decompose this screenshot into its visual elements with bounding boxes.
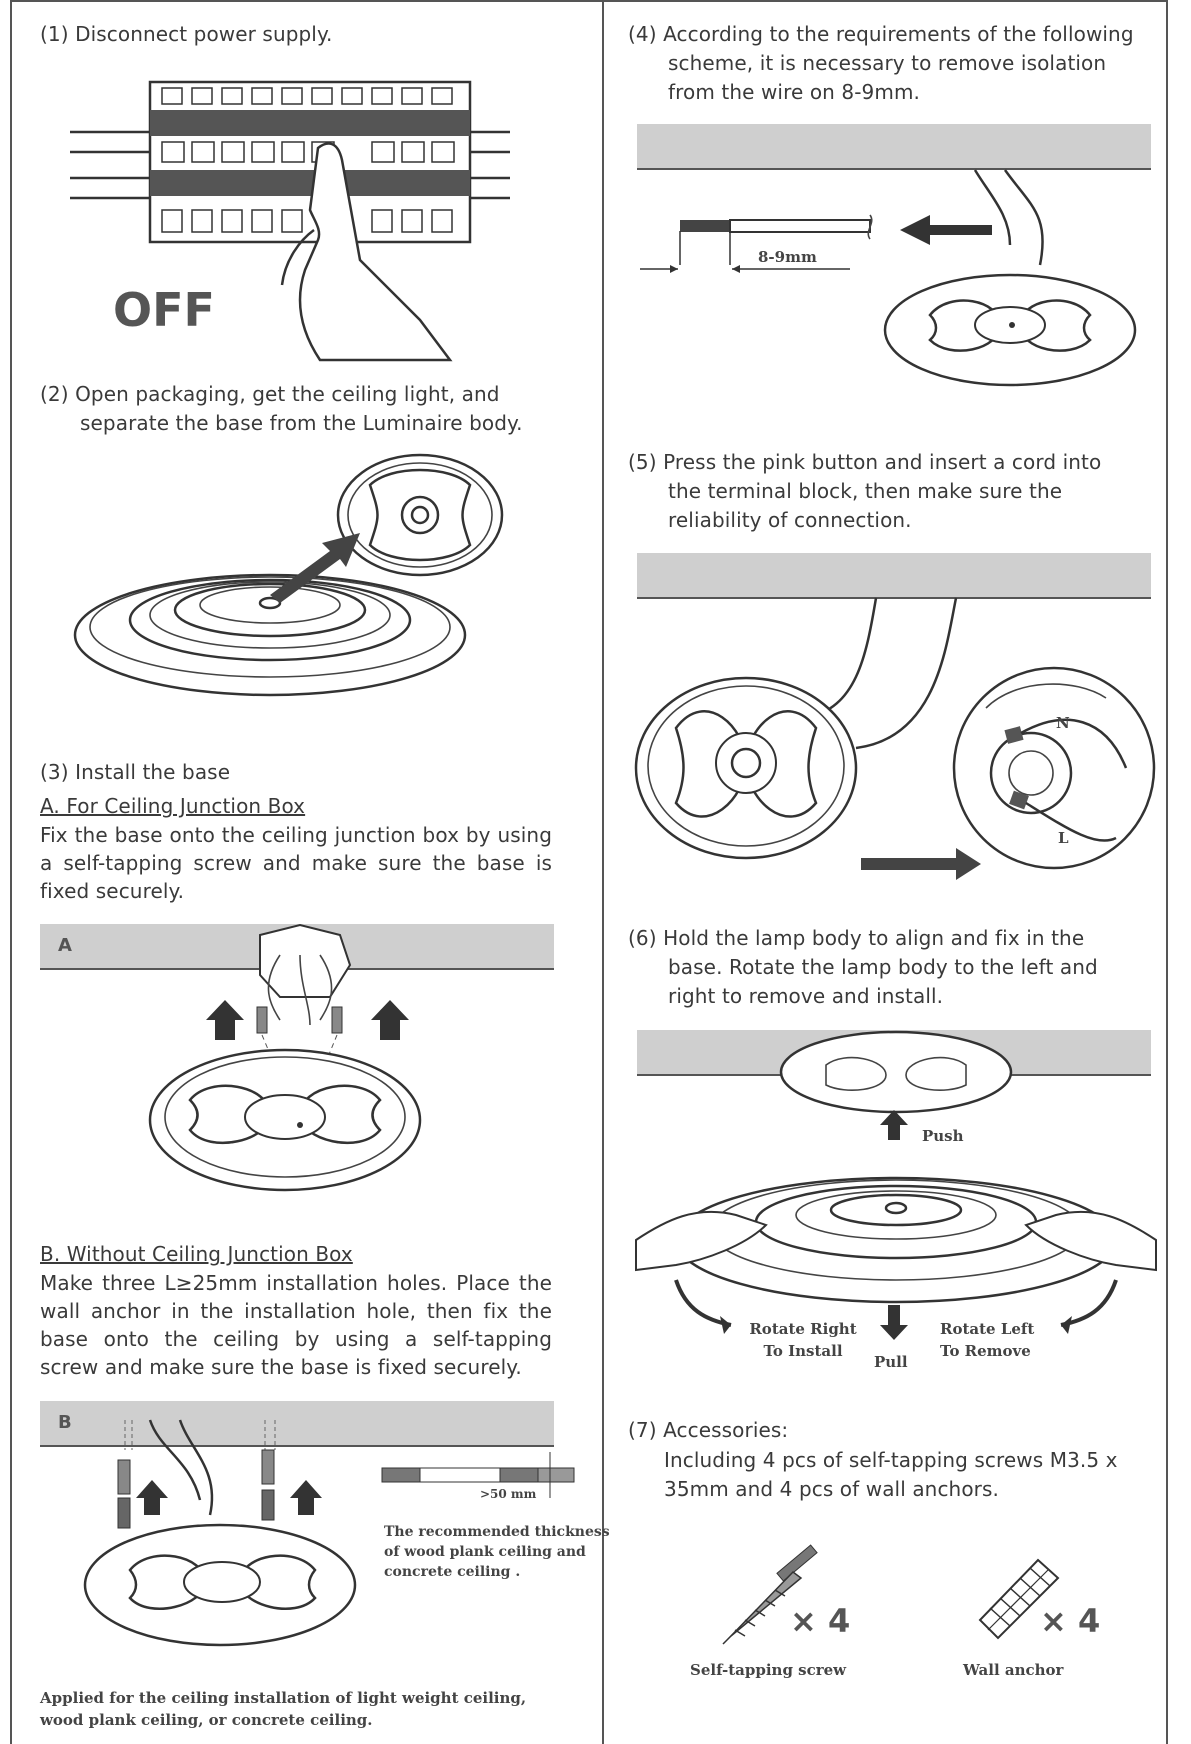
step-5-line-3: reliability of connection. bbox=[668, 506, 912, 534]
no-junction-box-install-illustration bbox=[80, 1410, 380, 1650]
rotate-left-line-1: Rotate Left bbox=[940, 1319, 1034, 1339]
off-label: OFF bbox=[113, 283, 215, 337]
strip-length-label: 8-9mm bbox=[758, 248, 817, 266]
push-label: Push bbox=[922, 1127, 964, 1145]
step-3a-title: A. For Ceiling Junction Box bbox=[40, 792, 305, 820]
junction-box-install-illustration bbox=[150, 925, 450, 1200]
rotate-right-line-1: Rotate Right bbox=[748, 1319, 858, 1339]
step-2-line-1: (2) Open packaging, get the ceiling ligh… bbox=[40, 380, 500, 408]
terminal-block-illustration: N L bbox=[636, 598, 1156, 898]
application-note-line-1: Applied for the ceiling installation of … bbox=[40, 1688, 526, 1708]
step-2-line-2: separate the base from the Luminaire bod… bbox=[80, 409, 523, 437]
pull-label: Pull bbox=[874, 1352, 908, 1372]
step-3-text: (3) Install the base bbox=[40, 758, 230, 786]
thickness-note-line-2: of wood plank ceiling and bbox=[384, 1542, 586, 1562]
step-7-line-3: 35mm and 4 pcs of wall anchors. bbox=[664, 1475, 999, 1503]
thickness-note-line-1: The recommended thickness bbox=[384, 1522, 610, 1542]
step-4-ceiling-band bbox=[637, 124, 1151, 170]
column-divider bbox=[602, 0, 604, 1744]
screw-quantity: × 4 bbox=[790, 1602, 850, 1640]
application-note-line-2: wood plank ceiling, or concrete ceiling. bbox=[40, 1710, 373, 1730]
live-terminal-label: L bbox=[1058, 829, 1069, 847]
anchor-quantity: × 4 bbox=[1040, 1602, 1100, 1640]
section-b-label: B bbox=[58, 1412, 72, 1433]
thickness-dimension: >50 mm bbox=[480, 1487, 537, 1501]
lamp-install-illustration: Push bbox=[636, 1040, 1156, 1370]
rotate-left-line-2: To Remove bbox=[940, 1341, 1031, 1361]
thickness-note-line-3: concrete ceiling . bbox=[384, 1562, 520, 1582]
ceiling-thickness-diagram: >50 mm bbox=[380, 1440, 590, 1500]
step-1-text: (1) Disconnect power supply. bbox=[40, 20, 333, 48]
step-5-line-1: (5) Press the pink button and insert a c… bbox=[628, 448, 1101, 476]
step-3b-body: Make three L≥25mm installation holes. Pl… bbox=[40, 1269, 552, 1381]
section-a-label: A bbox=[58, 935, 72, 956]
step-3a-body: Fix the base onto the ceiling junction b… bbox=[40, 821, 552, 905]
step-3b-title: B. Without Ceiling Junction Box bbox=[40, 1240, 353, 1268]
step-4-line-2: scheme, it is necessary to remove isolat… bbox=[668, 49, 1106, 77]
step-4-line-1: (4) According to the requirements of the… bbox=[628, 20, 1134, 48]
screw-label: Self-tapping screw bbox=[690, 1660, 846, 1680]
step-6-line-3: right to remove and install. bbox=[668, 982, 943, 1010]
step-5-line-2: the terminal block, then make sure the bbox=[668, 477, 1062, 505]
wire-strip-illustration: 8-9mm bbox=[630, 165, 1150, 405]
luminaire-separation-illustration bbox=[70, 455, 530, 715]
wall-anchor-label: Wall anchor bbox=[963, 1660, 1063, 1680]
step-4-line-3: from the wire on 8-9mm. bbox=[668, 78, 920, 106]
step-7-line-2: Including 4 pcs of self-tapping screws M… bbox=[664, 1446, 1118, 1474]
step-6-line-2: base. Rotate the lamp body to the left a… bbox=[668, 953, 1098, 981]
step-6-line-1: (6) Hold the lamp body to align and fix … bbox=[628, 924, 1084, 952]
step-7-line-1: (7) Accessories: bbox=[628, 1416, 788, 1444]
rotate-right-line-2: To Install bbox=[748, 1341, 858, 1361]
neutral-terminal-label: N bbox=[1056, 714, 1070, 732]
step-5-ceiling-band bbox=[637, 553, 1151, 599]
